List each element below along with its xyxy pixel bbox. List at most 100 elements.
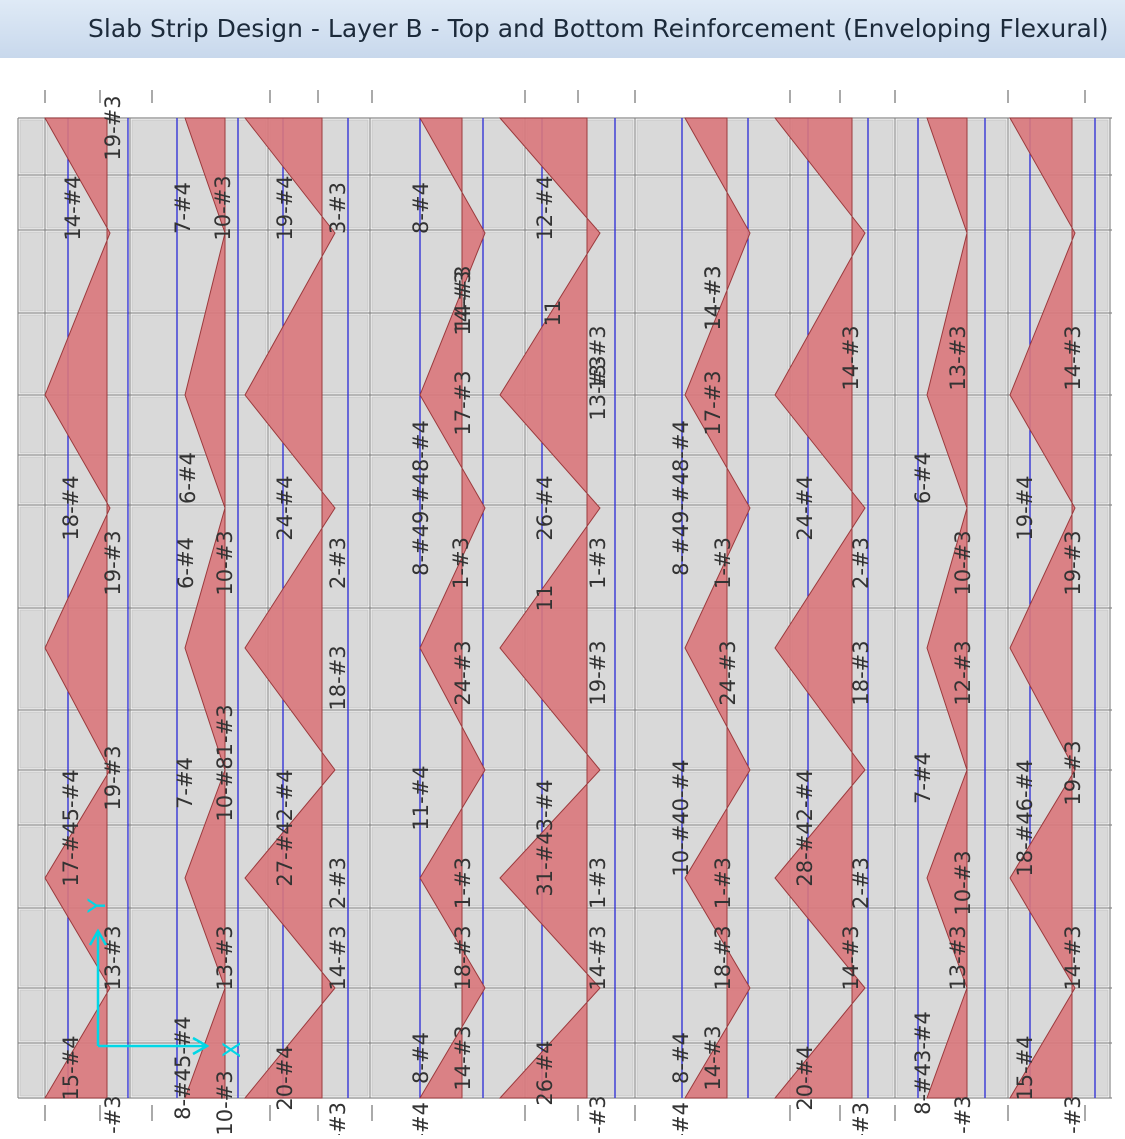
rebar-label: 19-#4: [1013, 475, 1037, 540]
slab-panel: [371, 176, 524, 229]
rebar-label: 13-#3: [586, 325, 610, 390]
slab-panel: [19, 771, 44, 824]
slab-panel: [636, 176, 789, 229]
x-axis-label: X: [218, 1042, 246, 1058]
rebar-label: 19-#3: [1061, 530, 1085, 595]
coordinate-axes-indicator: Y X: [83, 898, 246, 1058]
rebar-label: 15-#4: [59, 1035, 83, 1100]
rebar-label: 10-#3: [213, 1070, 237, 1135]
slab-panel: [19, 176, 44, 229]
rebar-label: 10-#3: [951, 850, 975, 915]
rebar-label: 13-#3: [586, 355, 610, 420]
rebar-label: 17-#3: [701, 370, 725, 435]
rebar-label: 12-#4: [533, 175, 557, 240]
rebar-label: 14-#3: [701, 265, 725, 330]
slab-panel: [19, 456, 44, 504]
rebar-label: 1-#3: [449, 537, 473, 589]
rebar-label: 17-#45-#4: [59, 769, 83, 886]
rebar-label: 14-#3: [839, 925, 863, 990]
rebar-label: 1-#3: [711, 537, 735, 589]
slab-panel: [19, 826, 44, 907]
y-axis-label: Y: [83, 898, 111, 914]
rebar-label: 19-#3: [101, 1095, 125, 1135]
slab-panel: [636, 456, 789, 504]
rebar-label: 24-#4: [793, 475, 817, 540]
slab-panel: [19, 119, 44, 174]
slab-panel: [131, 989, 267, 1042]
rebar-label: 8-#45-#4: [171, 1016, 195, 1120]
rebar-label: 19-#3: [1061, 1095, 1085, 1135]
slab-panel: [636, 989, 789, 1042]
rebar-label: 11: [533, 585, 557, 612]
rebar-label: 26-#4: [533, 475, 557, 540]
rebar-label: 2-#3: [326, 537, 350, 589]
slab-panel: [19, 909, 44, 987]
slab-panel: [19, 711, 44, 769]
rebar-label: 6-#4: [911, 452, 935, 504]
rebar-envelope-band: [243, 117, 336, 1099]
rebar-label: 13-#3: [101, 925, 125, 990]
rebar-label: 6-#4: [174, 537, 198, 589]
rebar-envelope-band: [684, 117, 751, 1099]
rebar-label: 2-#3: [326, 857, 350, 909]
rebar-label: 12-#3: [951, 640, 975, 705]
rebar-label: 28-#42-#4: [793, 769, 817, 886]
rebar-label: 10-#81-#3: [213, 704, 237, 821]
rebar-label: 8-#49-#48-#4: [669, 420, 693, 576]
rebar-envelope-band: [773, 117, 866, 1099]
slab-panel: [371, 456, 524, 504]
rebar-label: 13-#3: [213, 925, 237, 990]
slab-panel: [131, 456, 267, 504]
rebar-label: 18-#3: [849, 640, 873, 705]
rebar-label: 20-#4: [273, 1045, 297, 1110]
rebar-label: 31-#43-#4: [533, 779, 557, 896]
rebar-label: 3-#3: [849, 1102, 873, 1135]
rebar-label: 24-#3: [451, 640, 475, 705]
rebar-label: 8-#49-#48-#4: [409, 420, 433, 576]
rebar-label: 27-#42-#4: [273, 769, 297, 886]
rebar-label: 7-#4: [911, 752, 935, 804]
rebar-label: 18-#3: [326, 645, 350, 710]
rebar-label: 14-#3: [701, 1025, 725, 1090]
rebar-label: 14-#3: [839, 325, 863, 390]
rebar-label: 19-#3: [1061, 740, 1085, 805]
slab-panel: [19, 314, 44, 394]
rebar-label: 13-#3: [946, 925, 970, 990]
slab-panel: [636, 231, 789, 312]
slab-panel: [371, 771, 524, 824]
rebar-label: 8-#43-#4: [911, 1011, 935, 1115]
rebar-label: 18-#3: [711, 925, 735, 990]
rebar-label: 19-#3: [101, 745, 125, 810]
slab-panel: [19, 1044, 44, 1097]
rebar-label: 24-#3: [716, 640, 740, 705]
rebar-label: 1-#3: [711, 857, 735, 909]
rebar-label: 11-#4: [409, 765, 433, 830]
slab-panel: [131, 176, 267, 229]
rebar-label: 10-#3: [951, 530, 975, 595]
rebar-label: 8-#4: [409, 182, 433, 234]
rebar-label: 6-#4: [176, 452, 200, 504]
rebar-label: 8-#4: [669, 1102, 693, 1135]
rebar-label: 2-#3: [849, 537, 873, 589]
rebar-label: 19-#4: [273, 175, 297, 240]
rebar-label: 19-#3: [586, 1095, 610, 1135]
rebar-label: 10-#3: [211, 175, 235, 240]
slab-panel: [19, 506, 44, 607]
title-bar: Slab Strip Design - Layer B - Top and Bo…: [0, 0, 1125, 59]
rebar-label: 8-#4: [669, 1032, 693, 1084]
slab-panel: [636, 711, 789, 769]
slab-panel: [19, 396, 44, 454]
rebar-label: 3-#3: [326, 1102, 350, 1135]
rebar-label: 18-#3: [451, 925, 475, 990]
rebar-envelope-band: [44, 117, 111, 1099]
rebar-label: 19-#3: [586, 640, 610, 705]
rebar-label: 11: [541, 300, 565, 327]
rebar-label: 15-#4: [1013, 1035, 1037, 1100]
rebar-label: 8-#4: [409, 1102, 433, 1135]
rebar-label: 14-#3: [326, 925, 350, 990]
rebar-label: 7-#4: [173, 757, 197, 809]
rebar-label: 19-#3: [101, 530, 125, 595]
rebar-label: 14-#3: [1061, 325, 1085, 390]
